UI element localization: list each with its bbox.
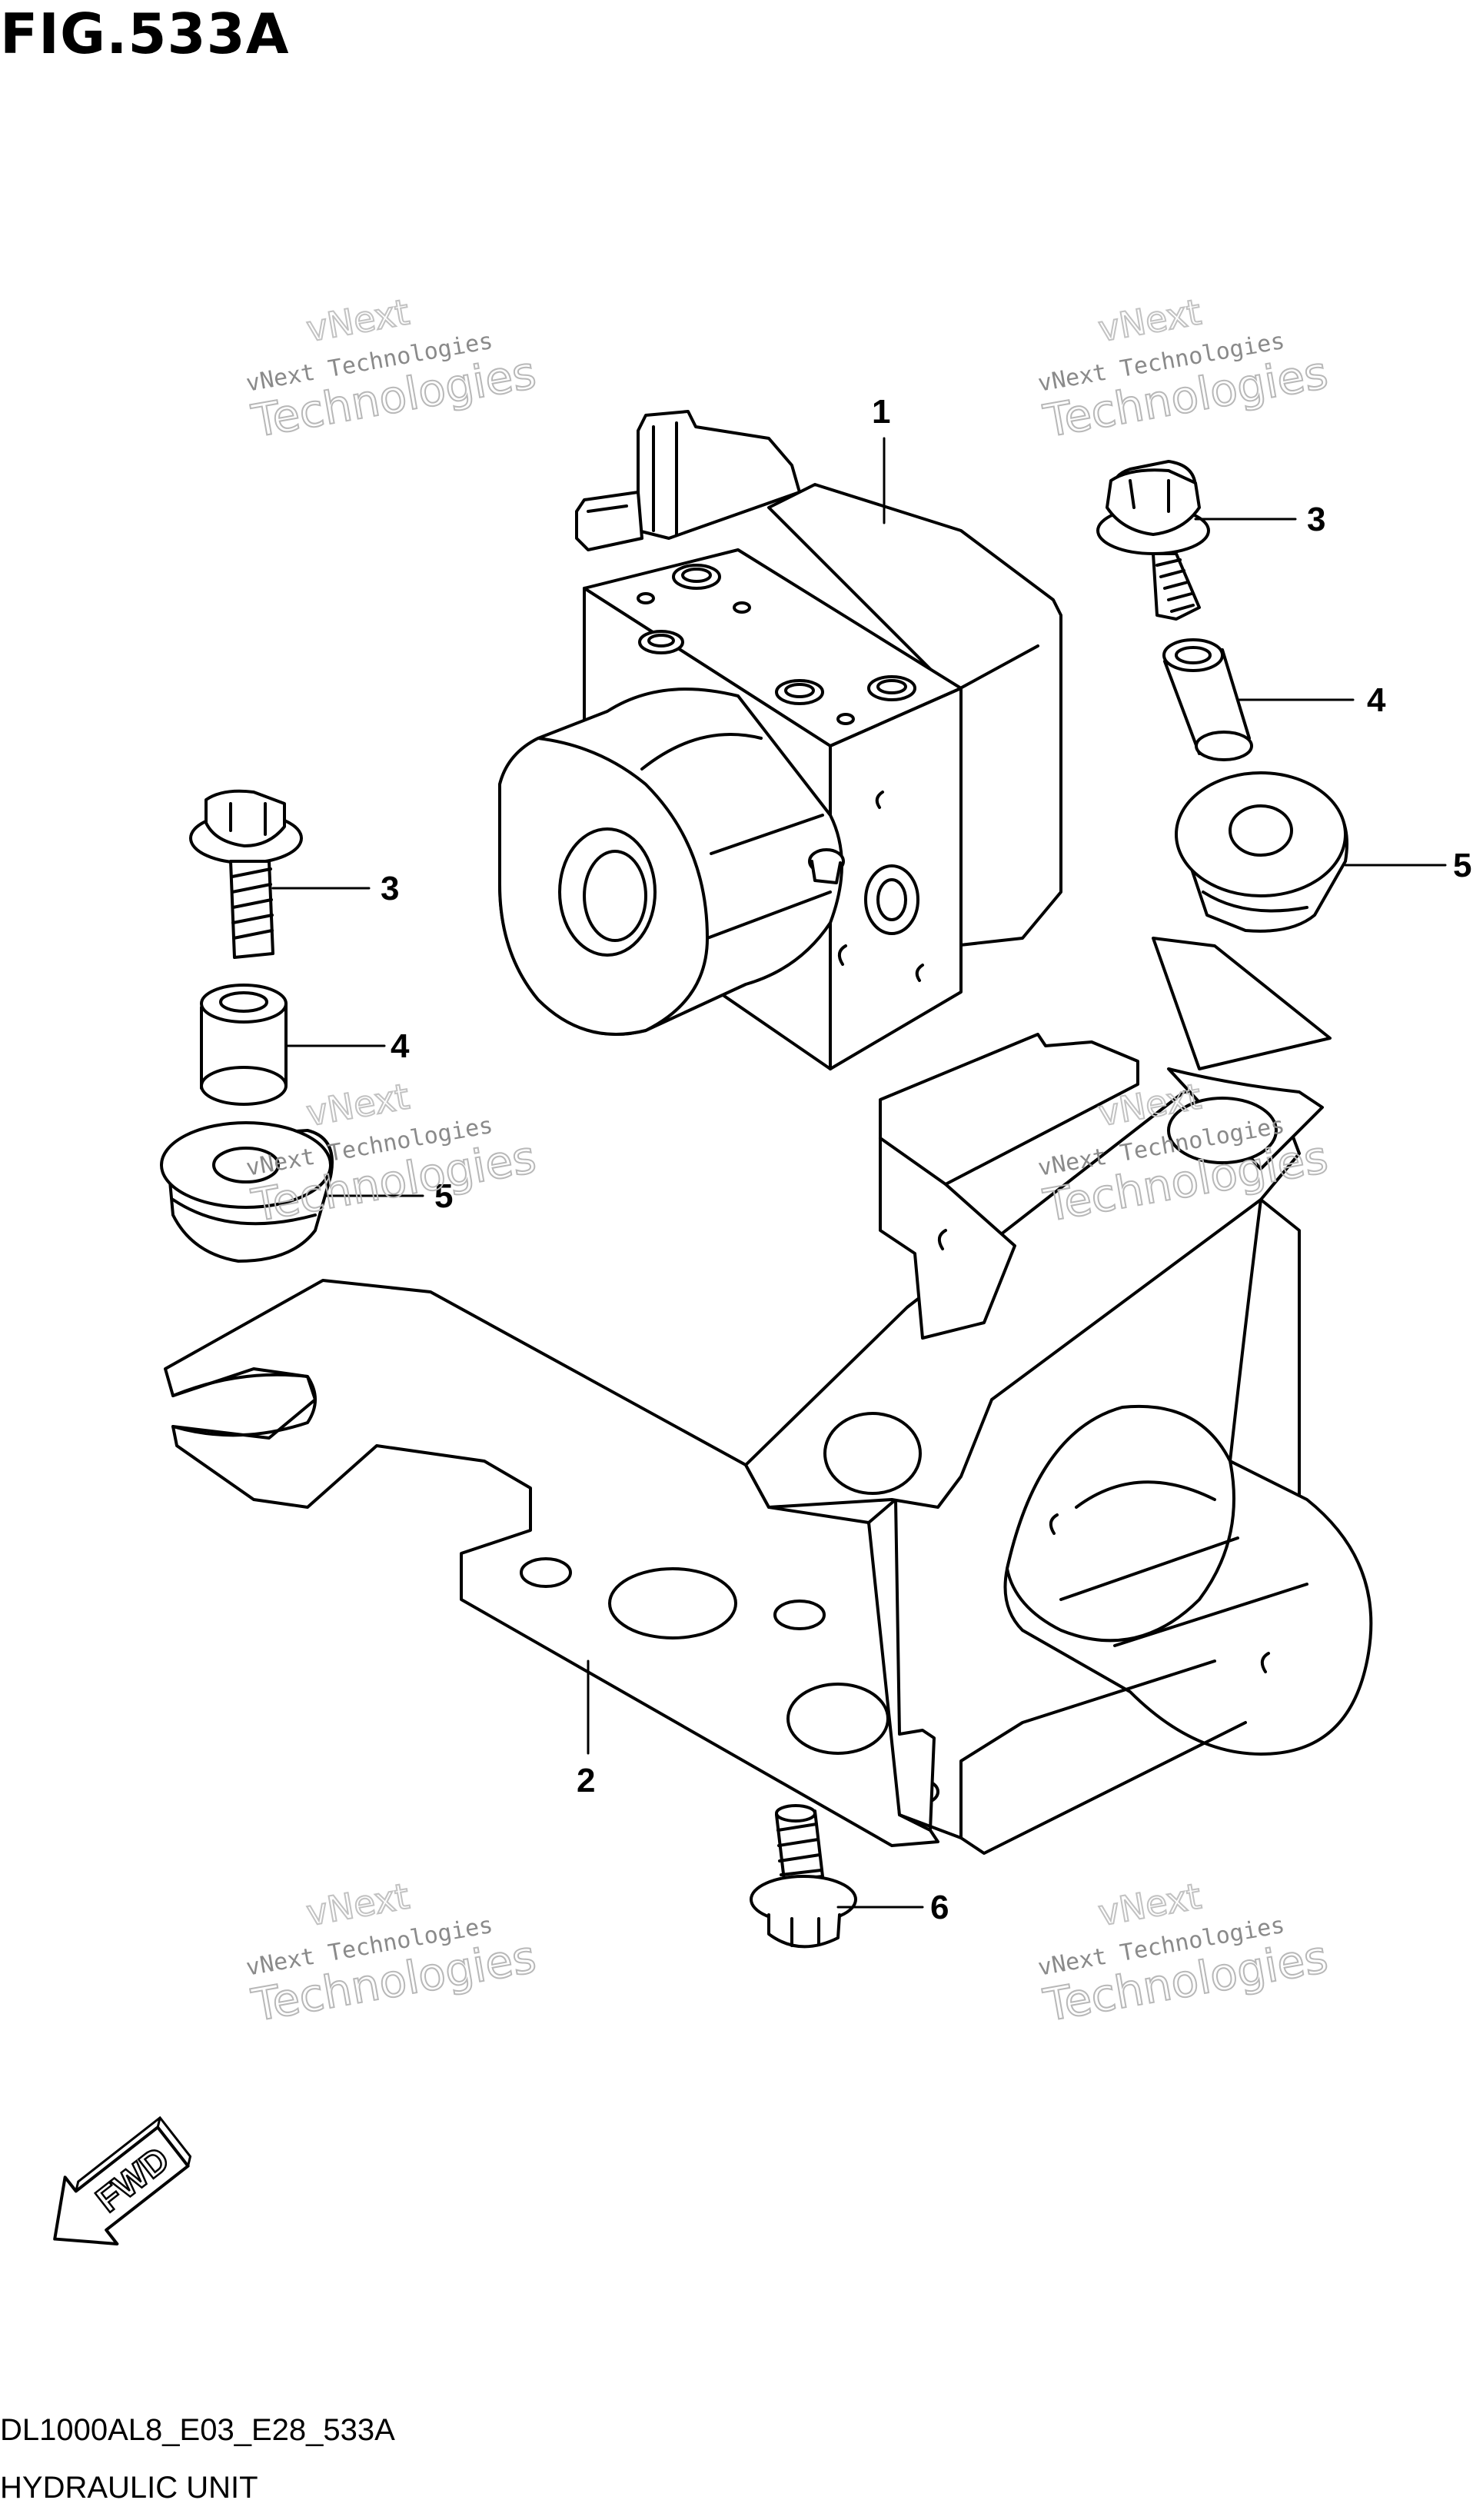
callout-3-left: 3 bbox=[381, 870, 399, 907]
drawing-code: DL1000AL8_E03_E28_533A bbox=[0, 2413, 395, 2447]
bolt-part-lower bbox=[750, 1804, 857, 1949]
bolt-part-left bbox=[189, 789, 303, 959]
callout-2: 2 bbox=[577, 1762, 595, 1799]
callout-5-left: 5 bbox=[434, 1177, 453, 1215]
reference-triangle bbox=[1152, 937, 1332, 1070]
svg-text:vNext: vNext bbox=[1096, 291, 1205, 350]
grommet-part-left bbox=[160, 1121, 334, 1263]
callout-5-right: 5 bbox=[1453, 847, 1471, 884]
watermark-top-right: vNext vNext Technologies Technologies bbox=[1036, 290, 1332, 448]
callout-4-left: 4 bbox=[391, 1027, 410, 1065]
callout-3-right: 3 bbox=[1307, 501, 1325, 538]
svg-text:vNext: vNext bbox=[304, 1075, 413, 1134]
svg-text:vNext: vNext bbox=[304, 1875, 413, 1934]
callout-6: 6 bbox=[930, 1889, 949, 1926]
callout-4-right: 4 bbox=[1367, 681, 1386, 719]
bolt-part-right bbox=[1096, 460, 1210, 621]
fwd-arrow-icon: FWD bbox=[53, 2116, 192, 2245]
bracket-part bbox=[164, 1033, 1373, 1855]
watermark-low-left: vNext vNext Technologies Technologies bbox=[244, 1874, 540, 2032]
callout-numbers: 1 2 3 4 5 6 3 4 5 bbox=[381, 393, 1471, 1926]
spacer-part-left bbox=[200, 984, 288, 1106]
svg-text:vNext: vNext bbox=[1096, 1875, 1205, 1934]
hydraulic-unit-part bbox=[498, 410, 1062, 1070]
grommet-part-right bbox=[1175, 771, 1348, 933]
figure-title: FIG.533A bbox=[0, 2, 290, 66]
watermark-low-right: vNext vNext Technologies Technologies bbox=[1036, 1874, 1332, 2032]
callout-1: 1 bbox=[872, 393, 890, 431]
watermark-top-left: vNext vNext Technologies Technologies bbox=[244, 290, 540, 448]
unit-name: HYDRAULIC UNIT bbox=[0, 2471, 258, 2505]
svg-text:vNext: vNext bbox=[304, 291, 413, 350]
spacer-part-right bbox=[1162, 638, 1253, 761]
leader-lines bbox=[271, 437, 1447, 1909]
